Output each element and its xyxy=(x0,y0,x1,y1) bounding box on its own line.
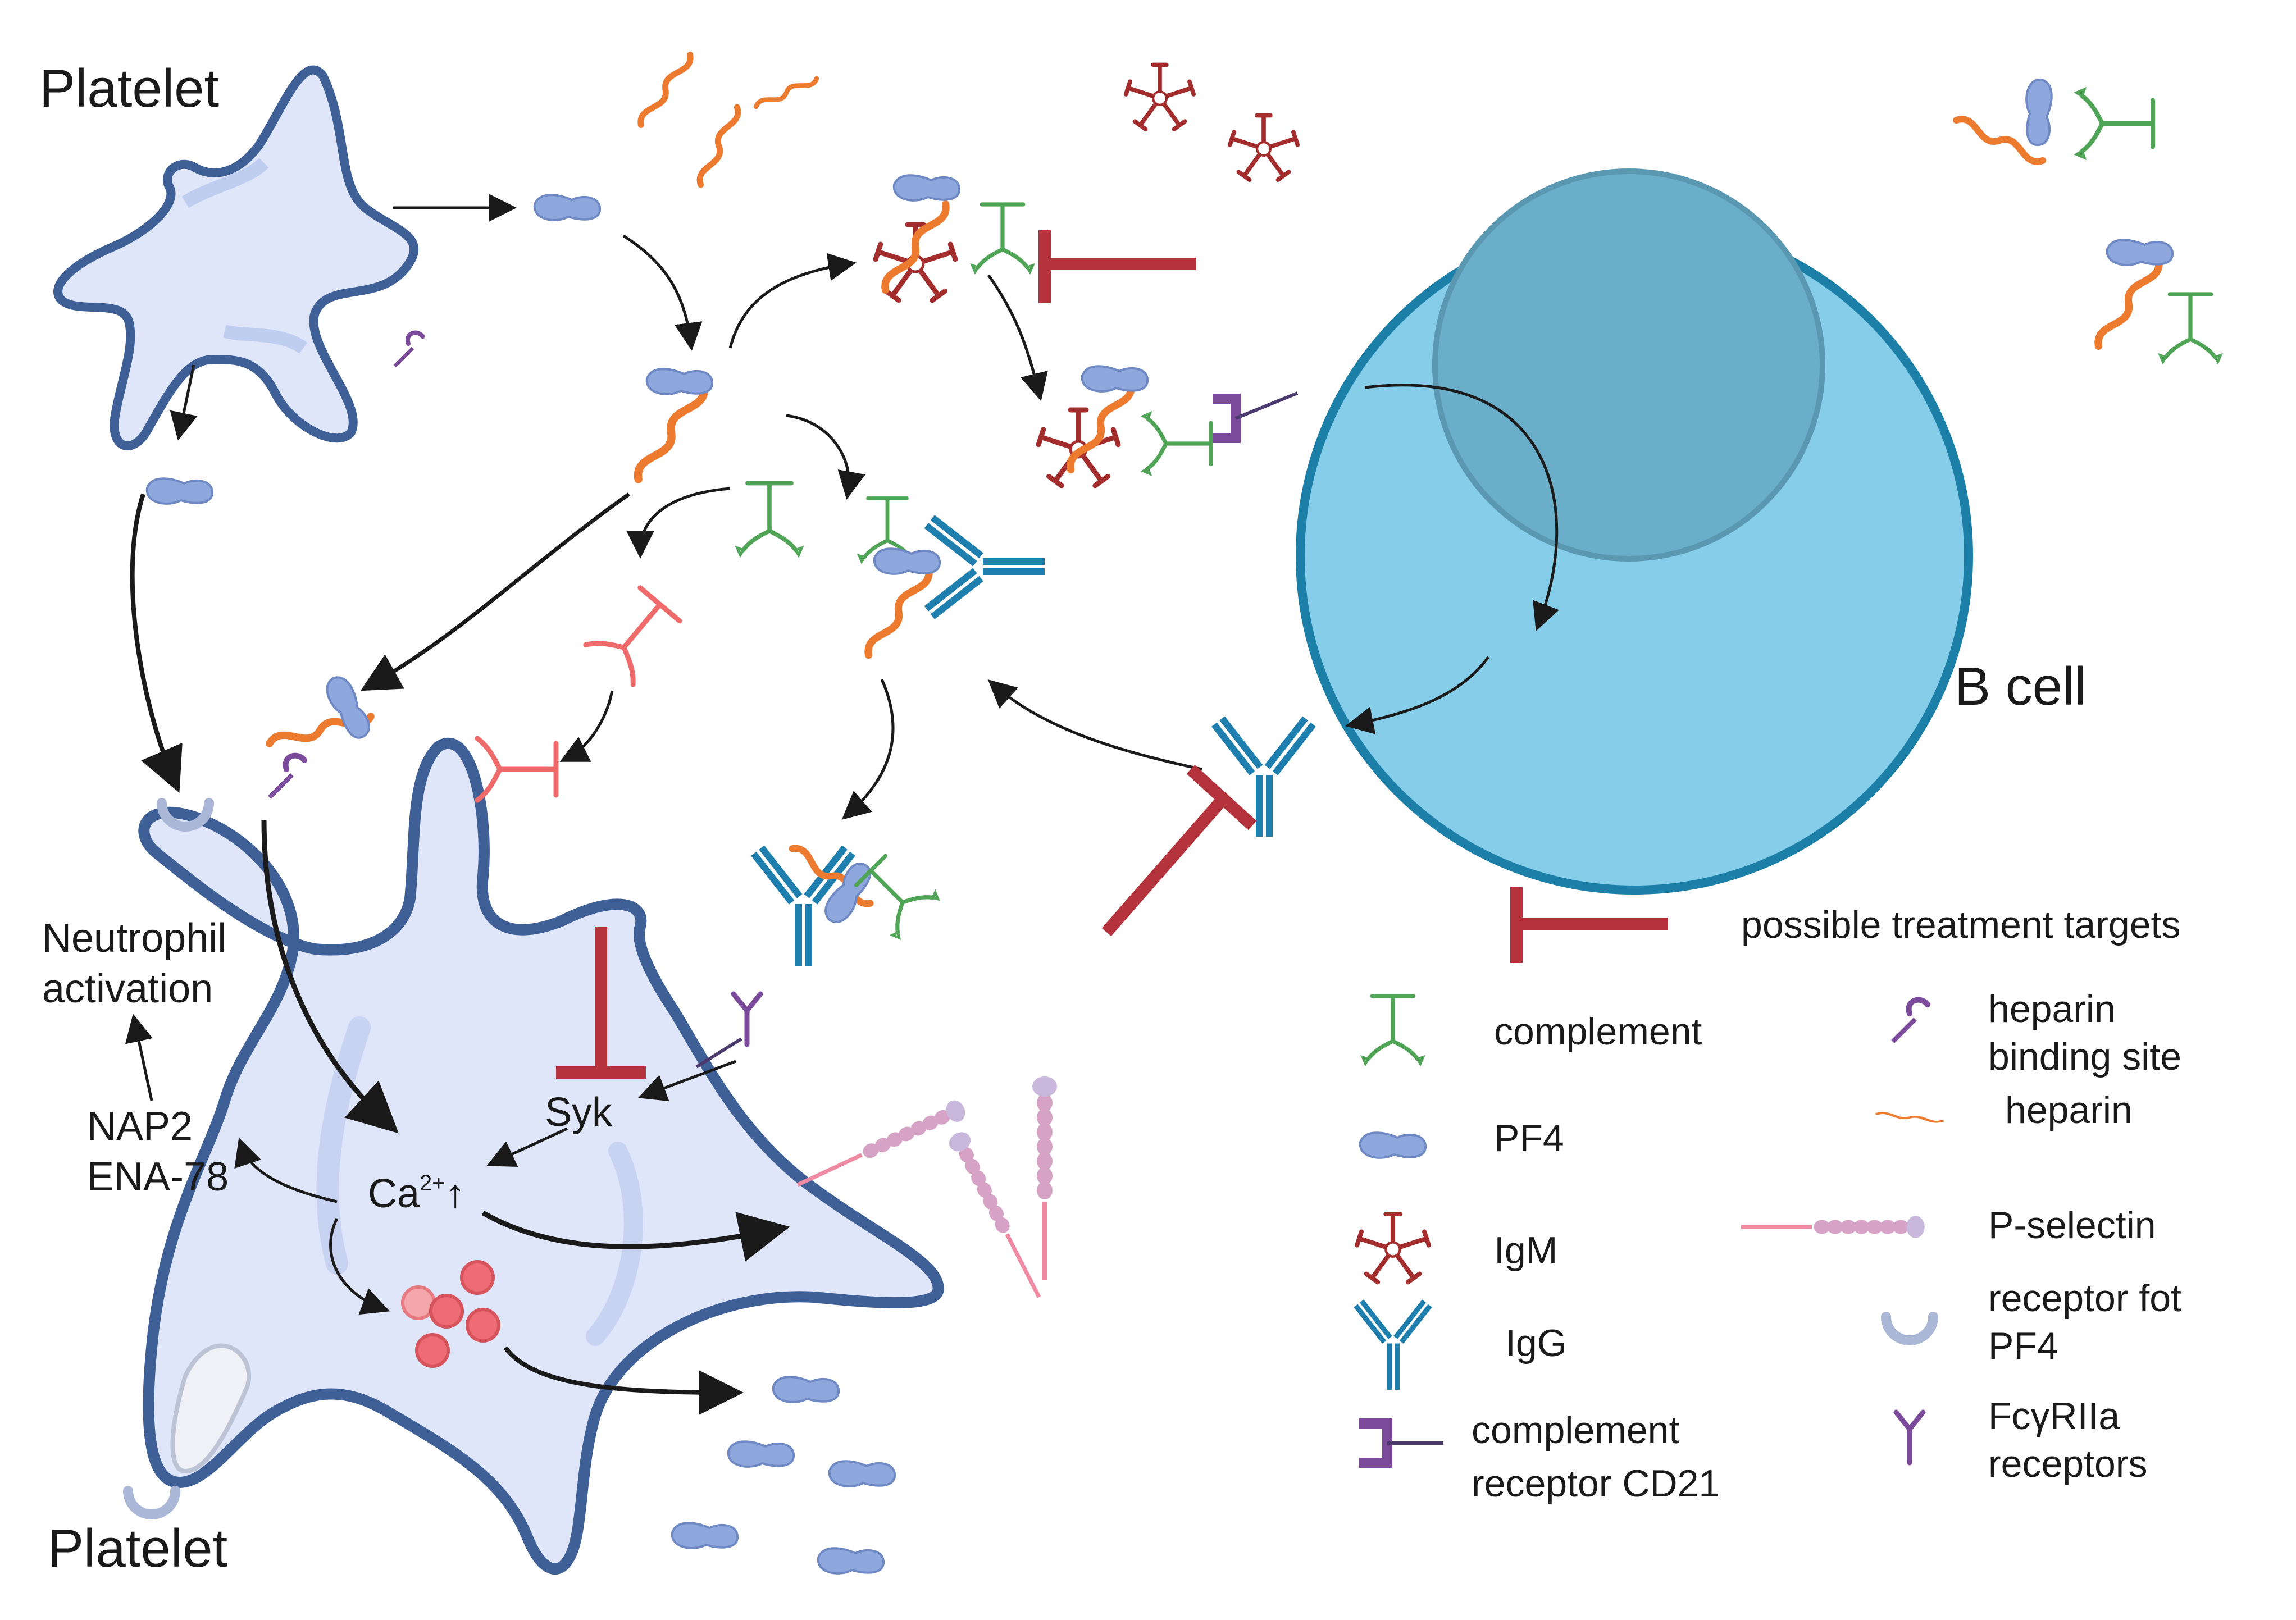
label-platelet-bottom: Platelet xyxy=(48,1518,227,1578)
label-nap2: NAP2 xyxy=(87,1104,193,1149)
legend-cr-label-1: complement xyxy=(1472,1409,1679,1452)
legend-igm-label: IgM xyxy=(1494,1229,1557,1272)
p-selectin-icon xyxy=(1741,1216,1925,1238)
inactivated-complement xyxy=(475,585,682,803)
pf4-receptor-icon xyxy=(128,1491,175,1514)
legend-hbs-label-2: binding site xyxy=(1988,1035,2181,1078)
pf4-heparin-complex xyxy=(625,368,718,479)
legend-pf4r-label-1: receptor fot xyxy=(1988,1277,2181,1320)
legend-hbs-label-1: heparin xyxy=(1988,988,2116,1030)
label-calcium: Ca2+↑ xyxy=(368,1171,466,1216)
label-calcium-arrow: ↑ xyxy=(445,1171,466,1216)
legend-heparin-label: heparin xyxy=(2005,1089,2133,1131)
label-ena78: ENA-78 xyxy=(87,1154,229,1199)
pf4-released xyxy=(533,194,602,221)
pf4-released-bottom xyxy=(671,1376,896,1575)
fcgriia-receptor-icon xyxy=(1896,1412,1923,1463)
label-calcium-base: Ca xyxy=(368,1171,420,1216)
pf4-released xyxy=(145,477,214,505)
free-heparin-group xyxy=(630,54,816,185)
inhibitor-top xyxy=(1038,230,1196,303)
legend-fcg-label-2: receptors xyxy=(1988,1443,2147,1485)
label-platelet-top: Platelet xyxy=(39,58,219,118)
legend-igg-label: IgG xyxy=(1505,1322,1567,1365)
label-b-cell: B cell xyxy=(1955,656,2087,717)
legend: possible treatment targets complement PF… xyxy=(1354,887,2181,1505)
b-cell xyxy=(1296,168,1973,895)
legend-cr-label-2: receptor CD21 xyxy=(1472,1462,1720,1505)
igm-free xyxy=(1126,65,1298,180)
igg-complex-platelet xyxy=(695,837,940,1069)
heparin-icon xyxy=(1878,1103,1942,1131)
complement-free xyxy=(737,483,801,555)
label-neutrophil-1: Neutrophil xyxy=(42,916,226,961)
legend-treatment-label: possible treatment targets xyxy=(1741,903,2180,946)
igm-icon xyxy=(1357,1214,1429,1282)
legend-pf4-label: PF4 xyxy=(1494,1117,1564,1160)
legend-pselectin-label: P-selectin xyxy=(1988,1204,2156,1247)
platelet-top xyxy=(53,65,423,450)
label-calcium-sup: 2+ xyxy=(420,1171,445,1195)
legend-treatment-icon xyxy=(1510,887,1668,963)
legend-pf4r-label-2: PF4 xyxy=(1988,1325,2058,1367)
igg-icon xyxy=(1354,1299,1432,1390)
legend-complement-label: complement xyxy=(1494,1010,1702,1053)
label-neutrophil-2: activation xyxy=(42,966,213,1011)
heparin-binding-site-icon xyxy=(1893,1000,1928,1042)
igm-complex-bound xyxy=(1038,365,1299,486)
arrows xyxy=(125,194,1559,1415)
complement-receptor-icon xyxy=(1359,1418,1443,1468)
igm-complex-top xyxy=(873,174,1033,300)
label-syk: Syk xyxy=(545,1090,613,1135)
legend-fcg-label-1: FcγRIIa xyxy=(1988,1395,2120,1438)
platelet-bottom xyxy=(138,737,944,1575)
igg-free xyxy=(1211,716,1316,837)
inhibitor-syk xyxy=(556,927,646,1079)
igg-complex xyxy=(856,499,1045,655)
complex-top-right-2 xyxy=(2086,239,2221,362)
pf4-receptor-icon xyxy=(1886,1317,1933,1340)
pf4-icon xyxy=(1359,1131,1427,1159)
inhibitor-igg xyxy=(1101,764,1257,937)
pf4-heparin-at-binding-site xyxy=(270,672,377,797)
complex-top-right-1 xyxy=(1956,78,2153,184)
granules xyxy=(401,1260,500,1368)
heparin-binding-site-icon xyxy=(395,333,423,366)
complement-icon xyxy=(1363,996,1423,1064)
